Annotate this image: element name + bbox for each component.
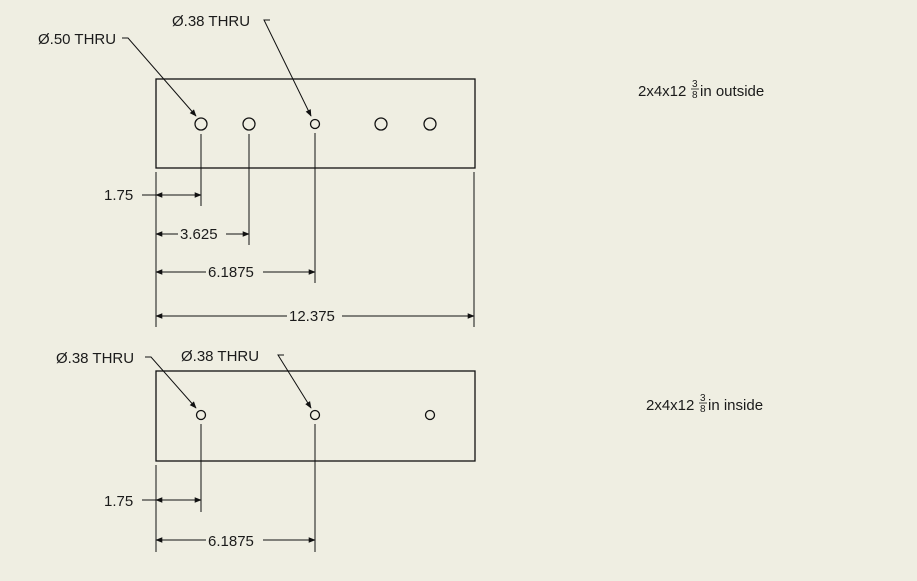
- hole-4: [374, 117, 388, 131]
- hole-1: [194, 117, 208, 131]
- title-fraction-num-inside: 3: [700, 393, 706, 404]
- title-fraction-den-inside: 8: [700, 404, 706, 415]
- hole-a: [195, 409, 207, 421]
- part-inside: [142, 354, 476, 552]
- leader-lines-inside: [145, 354, 312, 409]
- dim-1-75: 1.75: [104, 187, 133, 204]
- part-outside: [122, 19, 476, 327]
- hole-5: [423, 117, 437, 131]
- hole-3: [309, 118, 321, 130]
- part-title-outside: 2x4x12: [638, 83, 686, 100]
- part-title-inside: 2x4x12: [646, 397, 694, 414]
- title-fraction-den-outside: 8: [692, 90, 698, 101]
- hole-2: [242, 117, 256, 131]
- dim-6-1875-inside: 6.1875: [208, 533, 254, 550]
- callout-hole-a: Ø.38 THRU: [56, 350, 134, 367]
- title-suffix-inside: in inside: [708, 397, 763, 414]
- callout-hole-050: Ø.50 THRU: [38, 31, 116, 48]
- hole-c: [424, 409, 436, 421]
- dimension-lines-inside: [142, 497, 316, 543]
- dim-3-625: 3.625: [180, 226, 218, 243]
- title-suffix-outside: in outside: [700, 83, 764, 100]
- title-fraction-num-outside: 3: [692, 79, 698, 90]
- callout-hole-038: Ø.38 THRU: [172, 13, 250, 30]
- hole-b: [309, 409, 321, 421]
- dimension-lines: [142, 192, 475, 319]
- dim-6-1875: 6.1875: [208, 264, 254, 281]
- dim-1-75-inside: 1.75: [104, 493, 133, 510]
- callout-hole-b: Ø.38 THRU: [181, 348, 259, 365]
- leader-lines: [122, 19, 312, 117]
- dim-12-375: 12.375: [289, 308, 335, 325]
